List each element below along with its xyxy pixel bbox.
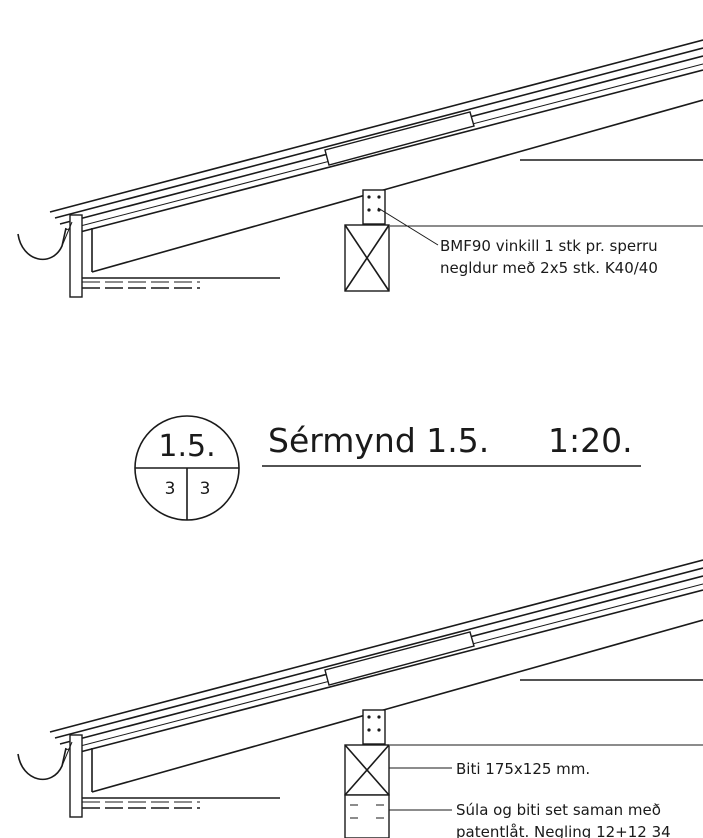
bracket-nail bbox=[367, 208, 371, 212]
lower-eave-detail: Biti 175x125 mm. Súla og biti set saman … bbox=[17, 559, 703, 838]
rafter-top-line bbox=[79, 69, 703, 233]
rafter-top-line bbox=[79, 589, 703, 753]
column-section bbox=[344, 794, 390, 838]
roof-sheet-top-line bbox=[49, 39, 703, 213]
bracket-nail bbox=[367, 715, 371, 719]
fascia-board bbox=[69, 214, 83, 298]
detail-title: Sérmynd 1.5. bbox=[268, 421, 489, 460]
bracket-nail bbox=[377, 715, 381, 719]
sheet-reference-left: 3 bbox=[165, 479, 176, 499]
bracket-note-line-2: negldur með 2x5 stk. K40/40 bbox=[440, 259, 658, 277]
beam-label: Biti 175x125 mm. bbox=[456, 760, 590, 778]
bmf90-angle-bracket bbox=[362, 189, 386, 225]
bracket-note-line-1: BMF90 vinkill 1 stk pr. sperru bbox=[440, 237, 658, 255]
column-note-line-1: Súla og biti set saman með bbox=[456, 801, 661, 819]
bracket-nail bbox=[367, 728, 371, 732]
bmf90-angle-bracket bbox=[362, 709, 386, 745]
rafter-bottom-line bbox=[91, 619, 703, 793]
upper-eave-detail: BMF90 vinkill 1 stk pr. sperru negldur m… bbox=[17, 39, 703, 298]
bracket-nail bbox=[377, 728, 381, 732]
detail-title-block: 1.5. 3 3 Sérmynd 1.5. 1:20. bbox=[134, 415, 641, 521]
rafter-bottom-line bbox=[91, 99, 703, 273]
rafter-splice-plate bbox=[324, 631, 475, 686]
gutter-hook bbox=[61, 741, 73, 767]
rafter-splice-plate bbox=[324, 111, 475, 166]
sheet-reference-right: 3 bbox=[200, 479, 211, 499]
beam-cross-b bbox=[344, 744, 390, 796]
gutter-profile bbox=[17, 227, 67, 261]
bracket-nail bbox=[377, 195, 381, 199]
detail-number: 1.5. bbox=[158, 429, 215, 464]
roof-sheet-line bbox=[54, 567, 703, 739]
gutter-hook bbox=[61, 221, 73, 247]
roof-sheet-line bbox=[54, 47, 703, 219]
bracket-nail bbox=[367, 195, 371, 199]
detail-scale: 1:20. bbox=[548, 421, 633, 460]
upper-post-cross-b bbox=[344, 224, 390, 292]
column-note-line-2: patentlåt. Negling 12+12 34 bbox=[456, 823, 671, 838]
bracket-leader-line bbox=[377, 207, 439, 246]
fascia-board bbox=[69, 734, 83, 818]
gutter-profile bbox=[17, 747, 67, 781]
roof-sheet-top-line bbox=[49, 559, 703, 733]
